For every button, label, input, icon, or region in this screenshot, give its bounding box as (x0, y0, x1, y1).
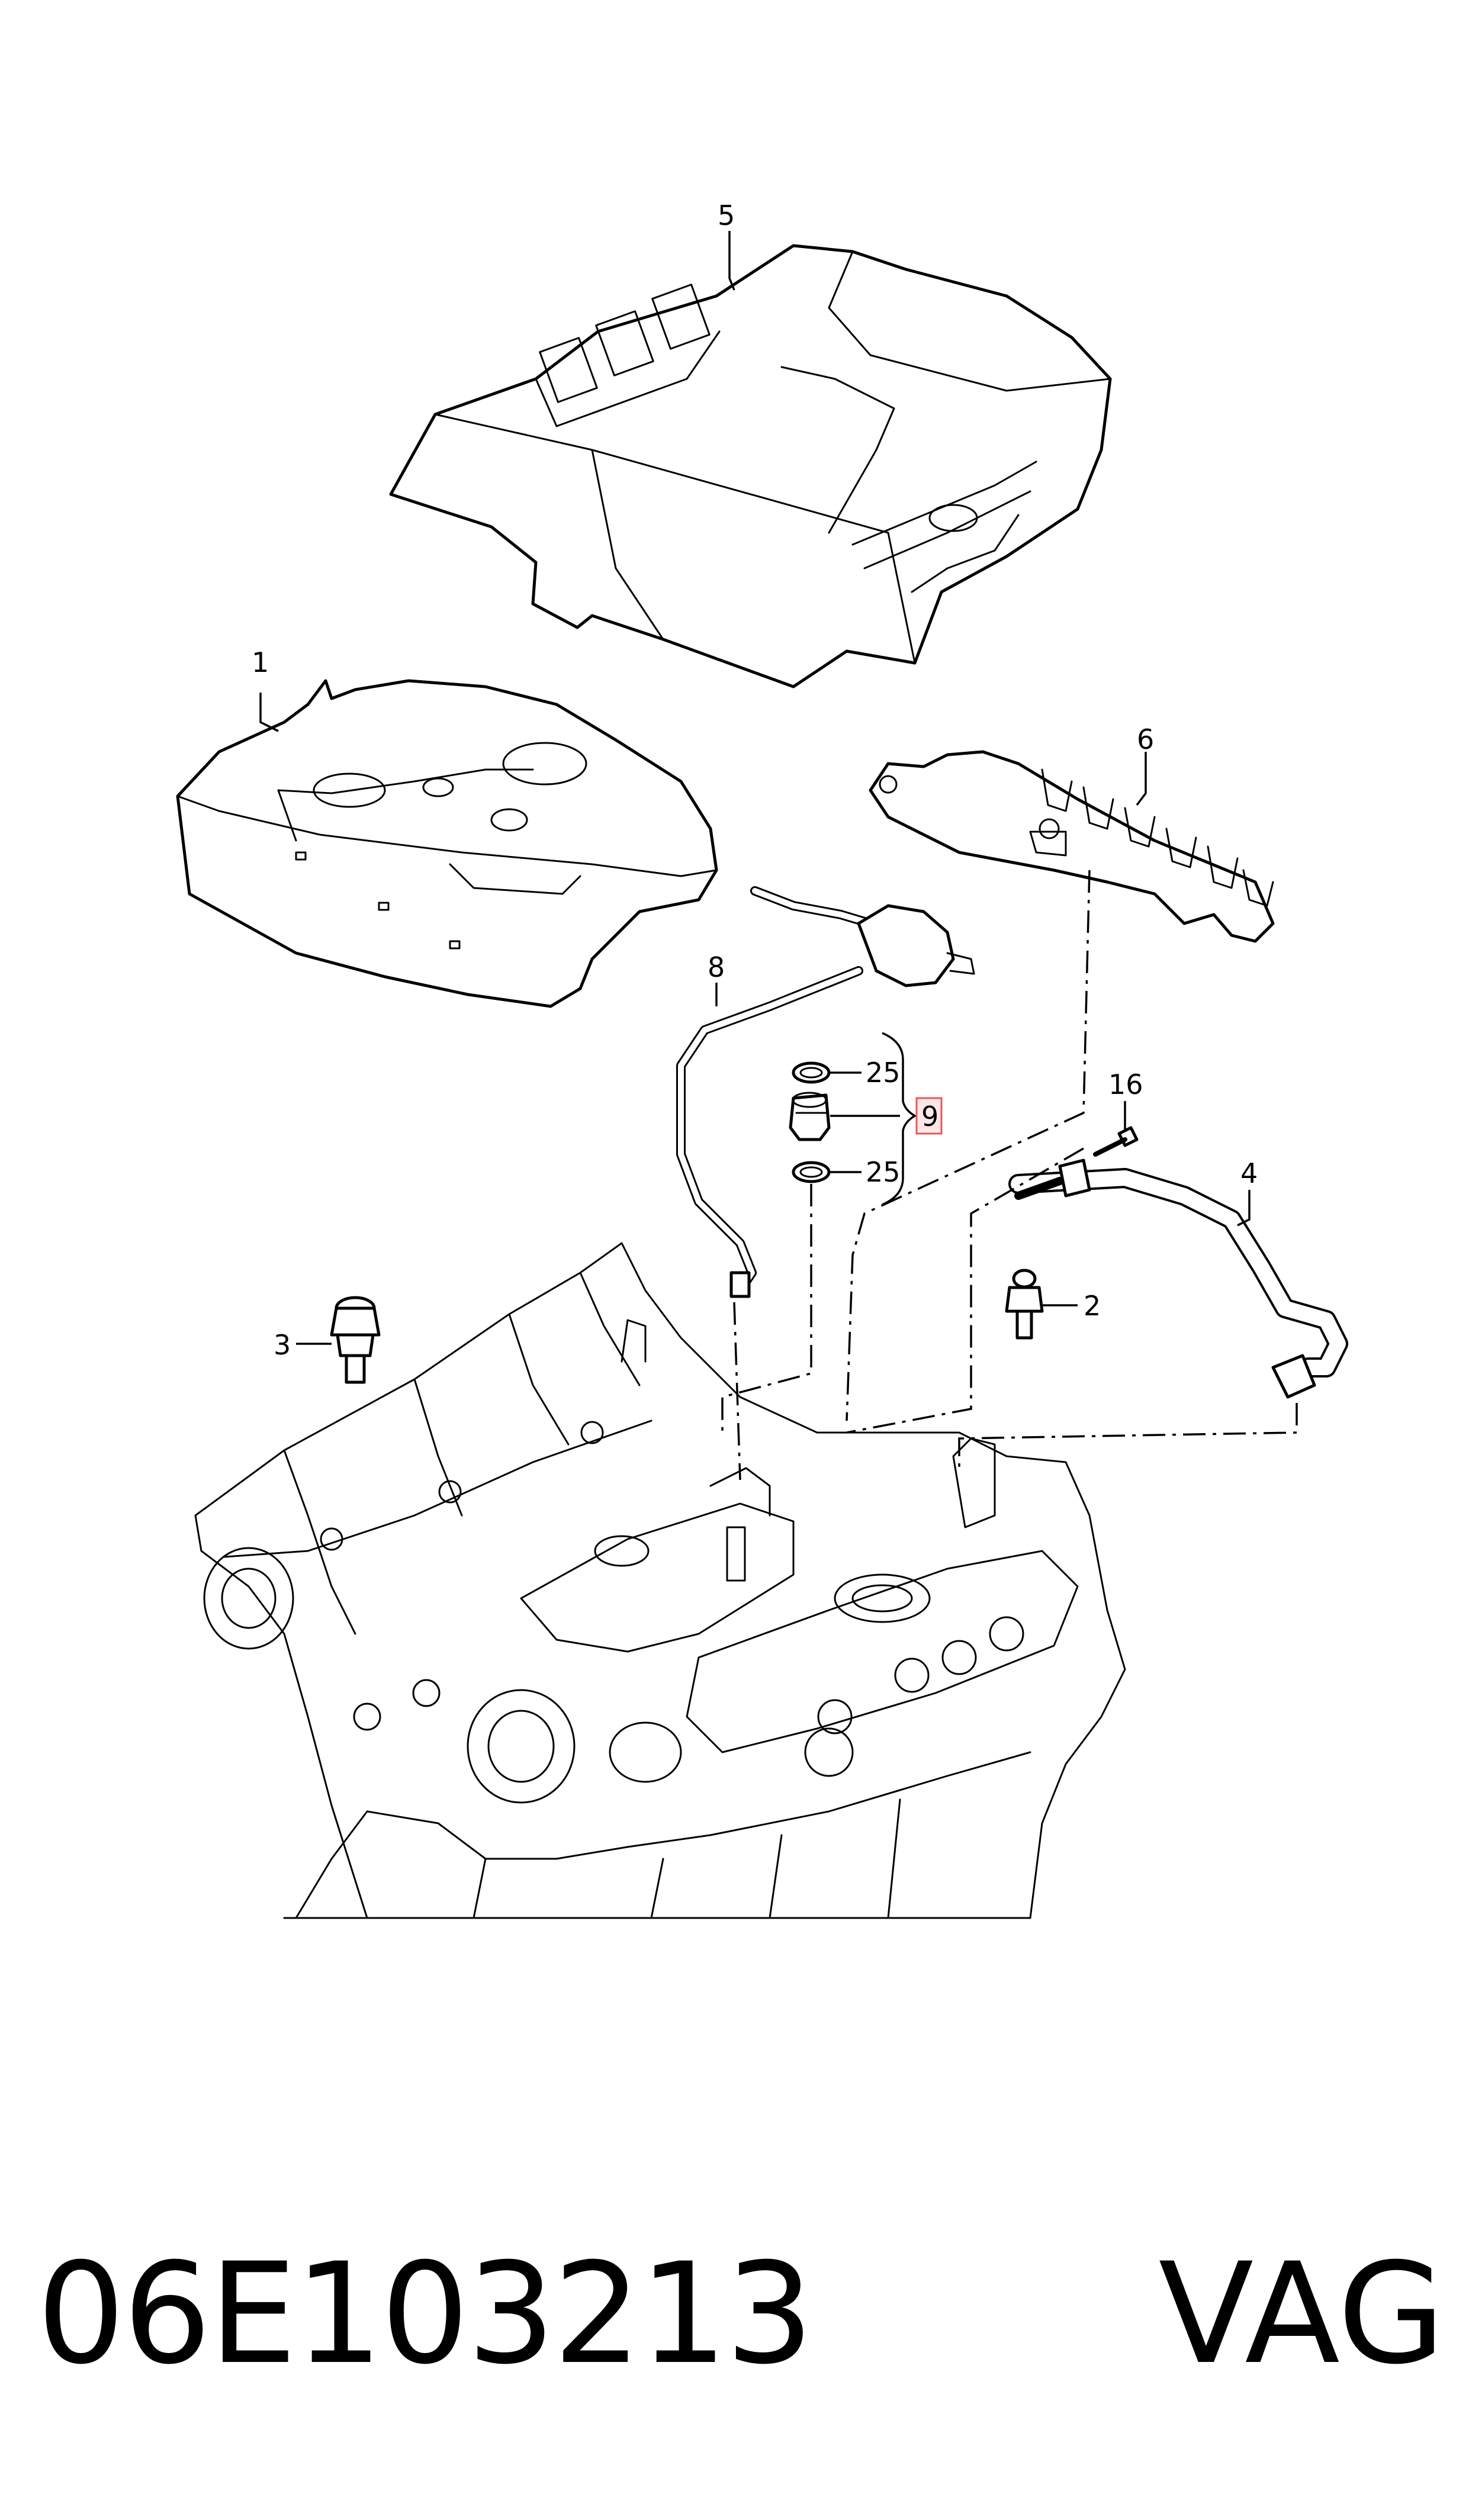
callout-6: 6 (1137, 723, 1154, 755)
engine-cover-lower (176, 679, 718, 1008)
engine-cover-upper (389, 244, 1112, 688)
hose-bracket (869, 750, 1275, 943)
ball-pin-3 (330, 1296, 381, 1384)
callout-2: 2 (1084, 1290, 1101, 1322)
callouts: 5 1 6 8 25 9 25 16 4 2 3 (252, 199, 1258, 1361)
callout-3: 3 (274, 1329, 291, 1361)
callout-25-top: 25 (866, 1057, 901, 1089)
footer: 06E103213 VAG (0, 2226, 1469, 2403)
bolt-16 (1093, 1126, 1139, 1157)
callout-8: 8 (708, 951, 725, 983)
callout-16: 16 (1108, 1068, 1143, 1100)
callout-25-bottom: 25 (866, 1156, 901, 1188)
engine-block (194, 1242, 1126, 1919)
assignment-lines (721, 870, 1298, 1481)
callout-5: 5 (718, 199, 735, 231)
exploded-parts-diagram: 5 1 6 8 25 9 25 16 4 2 3 (176, 199, 1348, 1919)
ball-pin-2 (1005, 1269, 1044, 1340)
callout-9: 9 (921, 1100, 938, 1132)
connector-with-seals (789, 1061, 831, 1183)
breather-pipe (676, 886, 975, 1298)
callout-9-highlight-box (915, 1097, 943, 1135)
callout-4: 4 (1240, 1157, 1258, 1189)
brand-name: VAG (1158, 2233, 1445, 2395)
leader-lines (259, 231, 1251, 1345)
callout-1: 1 (252, 646, 269, 678)
part-number: 06E103213 (37, 2233, 814, 2395)
vent-hose (1008, 1158, 1348, 1399)
